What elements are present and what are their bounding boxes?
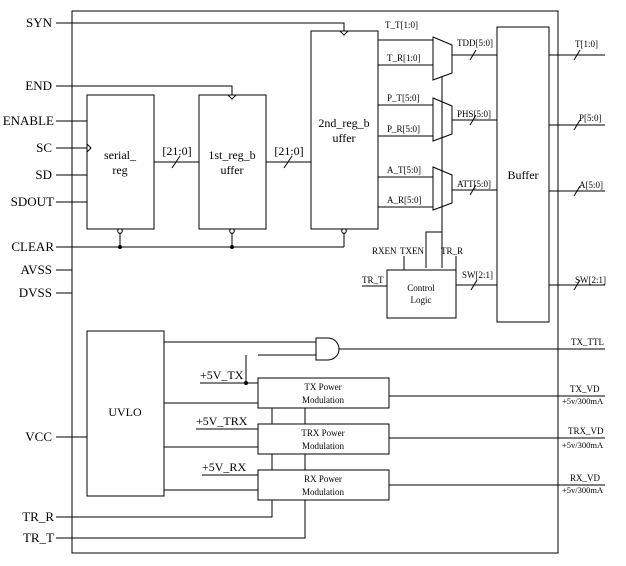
out-p: P[5:0]	[579, 113, 602, 123]
pin-enable: ENABLE	[3, 113, 54, 128]
out-t: T[1:0]	[575, 39, 598, 49]
rx-power-label: Modulation	[302, 487, 344, 497]
pin-dvss: DVSS	[19, 285, 52, 300]
sig-txen: TXEN	[400, 246, 424, 256]
control-logic-label: Control	[407, 283, 435, 293]
pin-end: END	[25, 78, 52, 93]
sig-t-r: T_R[1:0]	[387, 53, 421, 63]
sig-tr-r-internal: TR_R	[441, 246, 463, 256]
tx-power-block	[257, 377, 390, 409]
second-reg-buffer-block	[310, 30, 379, 230]
buffer-label: Buffer	[507, 168, 538, 182]
out-sw: SW[2:1]	[575, 275, 606, 285]
and-gate	[315, 337, 340, 361]
pin-sc: SC	[36, 140, 52, 155]
sig-phs: PHS[5:0]	[457, 109, 491, 119]
serial-reg-label: reg	[112, 163, 127, 177]
first-reg-buffer-label: uffer	[220, 163, 243, 177]
second-reg-buffer-label: uffer	[332, 131, 355, 145]
control-logic-label: Logic	[411, 295, 432, 305]
rx-power-block	[257, 469, 390, 501]
pin-syn: SYN	[26, 15, 53, 30]
sig-5v-rx: +5V_RX	[202, 460, 246, 474]
trx-power-block	[257, 423, 390, 455]
out-trx-vd: TRX_VD	[568, 426, 604, 436]
tx-power-label: TX Power	[304, 382, 341, 392]
sig-p-r: P_R[5:0]	[387, 124, 420, 134]
out-rx-vd: RX_VD	[570, 473, 601, 483]
out-tx-ttl: TX_TTL	[571, 337, 604, 347]
pin-sdout: SDOUT	[11, 194, 54, 209]
sig-a-t: A_T[5:0]	[387, 165, 421, 175]
mux-tdd	[432, 36, 453, 81]
uvlo-block	[86, 330, 165, 497]
pin-vcc: VCC	[25, 429, 52, 444]
pin-clear: CLEAR	[11, 239, 54, 254]
sig-tr-t-internal: TR_T	[362, 275, 384, 285]
first-reg-buffer-block	[198, 94, 267, 230]
second-reg-buffer-label: 2nd_reg_b	[318, 116, 369, 130]
out-tx-vd-spec: +5v/300mA	[562, 396, 604, 406]
sig-rxen: RXEN	[372, 246, 397, 256]
sig-p-t: P_T[5:0]	[387, 93, 420, 103]
uvlo-label: UVLO	[108, 405, 142, 419]
serial-reg-label: serial_	[104, 148, 137, 162]
pin-tr-r: TR_R	[22, 509, 54, 524]
sig-att: ATT[5:0]	[457, 179, 491, 189]
trx-power-label: Modulation	[302, 441, 344, 451]
tx-power-label: Modulation	[302, 395, 344, 405]
pin-tr-t: TR_T	[23, 530, 54, 545]
trx-power-label: TRX Power	[301, 428, 344, 438]
out-trx-vd-spec: +5v/300mA	[562, 440, 604, 450]
out-a: A[5:0]	[579, 180, 603, 190]
first-reg-buffer-label: 1st_reg_b	[208, 148, 255, 162]
sig-5v-trx: +5V_TRX	[196, 414, 248, 428]
sig-tdd: TDD[5:0]	[457, 38, 493, 48]
sig-sw-internal: SW[2:1]	[462, 270, 493, 280]
buffer-block	[496, 26, 550, 323]
sig-t-t: T_T[1:0]	[385, 20, 418, 30]
bus-label-2: [21:0]	[274, 144, 303, 158]
sig-5v-tx: +5V_TX	[200, 368, 244, 382]
out-rx-vd-spec: +5v/300mA	[562, 485, 604, 495]
rx-power-label: RX Power	[304, 474, 342, 484]
serial-reg-block	[86, 94, 155, 230]
bus-label-1: [21:0]	[162, 144, 191, 158]
out-tx-vd: TX_VD	[570, 384, 600, 394]
sig-a-r: A_R[5:0]	[387, 195, 422, 205]
pin-sd: SD	[35, 167, 52, 182]
control-logic-block	[386, 269, 457, 319]
pin-avss: AVSS	[20, 262, 52, 277]
